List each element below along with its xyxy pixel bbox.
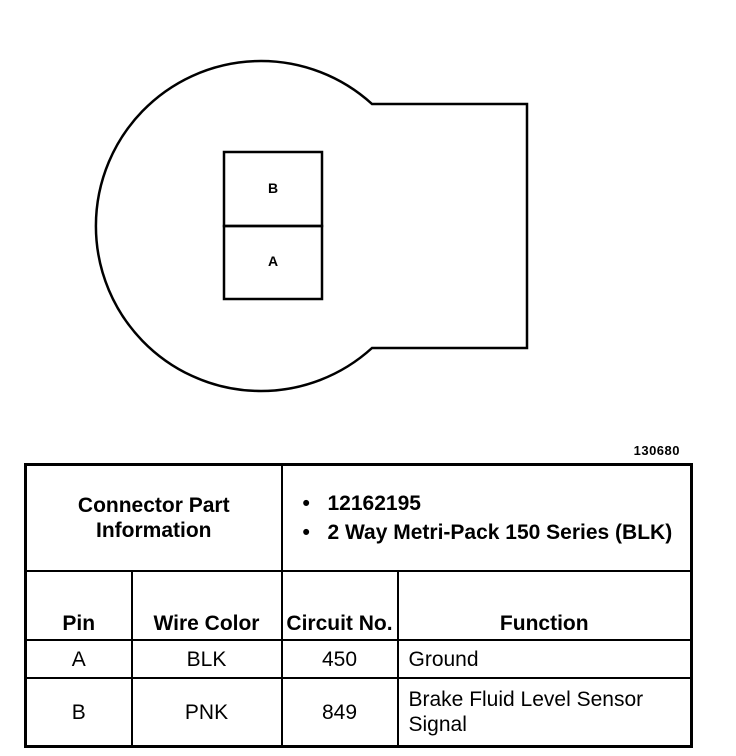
col-header-circuit: Circuit No. [280,570,399,641]
pin-cell: A [24,639,133,679]
connector-info-table: Connector Part Information • 12162195 • … [24,463,693,748]
part-number: 12162195 [327,492,421,515]
pin-cavity-a [222,224,324,301]
figure-id: 130680 [633,443,680,458]
col-header-function: Function [396,570,693,641]
bullet-icon: • [302,521,310,544]
function-cell: Ground [396,639,693,679]
connector-part-info-header: Connector Part Information [24,463,283,572]
pin-label-b: B [268,180,278,196]
wire-color-cell: BLK [130,639,283,679]
col-header-wire-color: Wire Color [130,570,283,641]
info-item: • 12162195 [303,491,691,516]
bullet-icon: • [302,492,310,515]
wire-color-cell: PNK [130,677,283,748]
pin-cell: B [24,677,133,748]
function-cell: Brake Fluid Level Sensor Signal [396,677,693,748]
circuit-cell: 849 [280,677,399,748]
connector-part-info-list: • 12162195 • 2 Way Metri-Pack 150 Series… [280,463,693,572]
connector-diagram: B A [94,59,529,393]
connector-outline [94,59,529,393]
connector-type: 2 Way Metri-Pack 150 Series (BLK) [327,521,673,544]
pin-label-a: A [268,253,278,269]
col-header-pin: Pin [24,570,133,641]
table-row: A BLK 450 Ground [24,639,693,679]
circuit-cell: 450 [280,639,399,679]
info-item: • 2 Way Metri-Pack 150 Series (BLK) [303,520,691,545]
table-row: B PNK 849 Brake Fluid Level Sensor Signa… [24,677,693,748]
